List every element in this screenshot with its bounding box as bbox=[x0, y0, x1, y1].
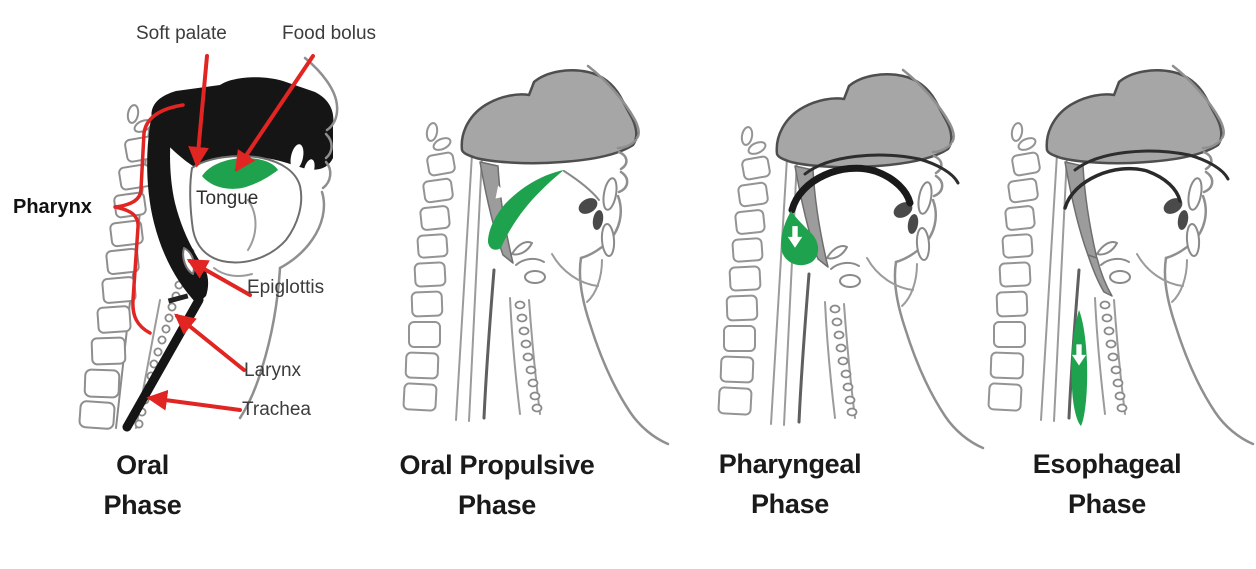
caption-line: Esophageal bbox=[1032, 449, 1182, 479]
red-curly-brace-icon bbox=[113, 103, 185, 335]
oral-propulsive-phase-illustration bbox=[401, 64, 670, 446]
oral-phase-caption: Oral Phase bbox=[60, 445, 225, 525]
tongue-label: Tongue bbox=[196, 188, 259, 209]
oral-propulsive-phase-caption: Oral Propulsive Phase bbox=[389, 445, 605, 525]
esophageal-phase-caption: Esophageal Phase bbox=[1005, 444, 1209, 524]
caption-line: Pharyngeal bbox=[718, 449, 862, 479]
caption-line: Oral Propulsive bbox=[399, 450, 595, 480]
larynx-arrow-icon bbox=[174, 313, 246, 372]
food-bolus-label: Food bolus bbox=[282, 23, 377, 44]
caption-line: Phase bbox=[1067, 489, 1147, 519]
tongue-arc bbox=[788, 164, 914, 214]
epiglottis-label: Epiglottis bbox=[247, 277, 325, 298]
pharynx-label: Pharynx bbox=[13, 196, 92, 218]
pharyngeal-phase-caption: Pharyngeal Phase bbox=[688, 444, 892, 524]
larynx-label: Larynx bbox=[244, 360, 302, 381]
caption-line: Phase bbox=[750, 489, 830, 519]
tongue-arc bbox=[1063, 166, 1182, 210]
caption-line: Phase bbox=[457, 490, 537, 520]
food-bolus-shape bbox=[202, 158, 278, 189]
soft-palate-arrow-icon bbox=[188, 54, 209, 168]
red-annotations bbox=[113, 54, 315, 412]
caption-line: Phase bbox=[103, 490, 182, 520]
food-bolus-shape bbox=[1071, 310, 1088, 426]
trachea-label: Trachea bbox=[242, 399, 311, 420]
caption-line: Oral bbox=[116, 450, 169, 480]
epiglottis-arrow-icon bbox=[186, 259, 252, 297]
soft-palate-label: Soft palate bbox=[136, 23, 227, 44]
trachea-arrow-icon bbox=[146, 389, 242, 412]
esophageal-phase-illustration bbox=[986, 64, 1255, 446]
oral-phase-illustration bbox=[78, 54, 339, 432]
pharyngeal-phase-illustration bbox=[716, 68, 985, 450]
food-bolus-arrow-icon bbox=[234, 54, 315, 173]
food-bolus-shape bbox=[488, 170, 564, 250]
